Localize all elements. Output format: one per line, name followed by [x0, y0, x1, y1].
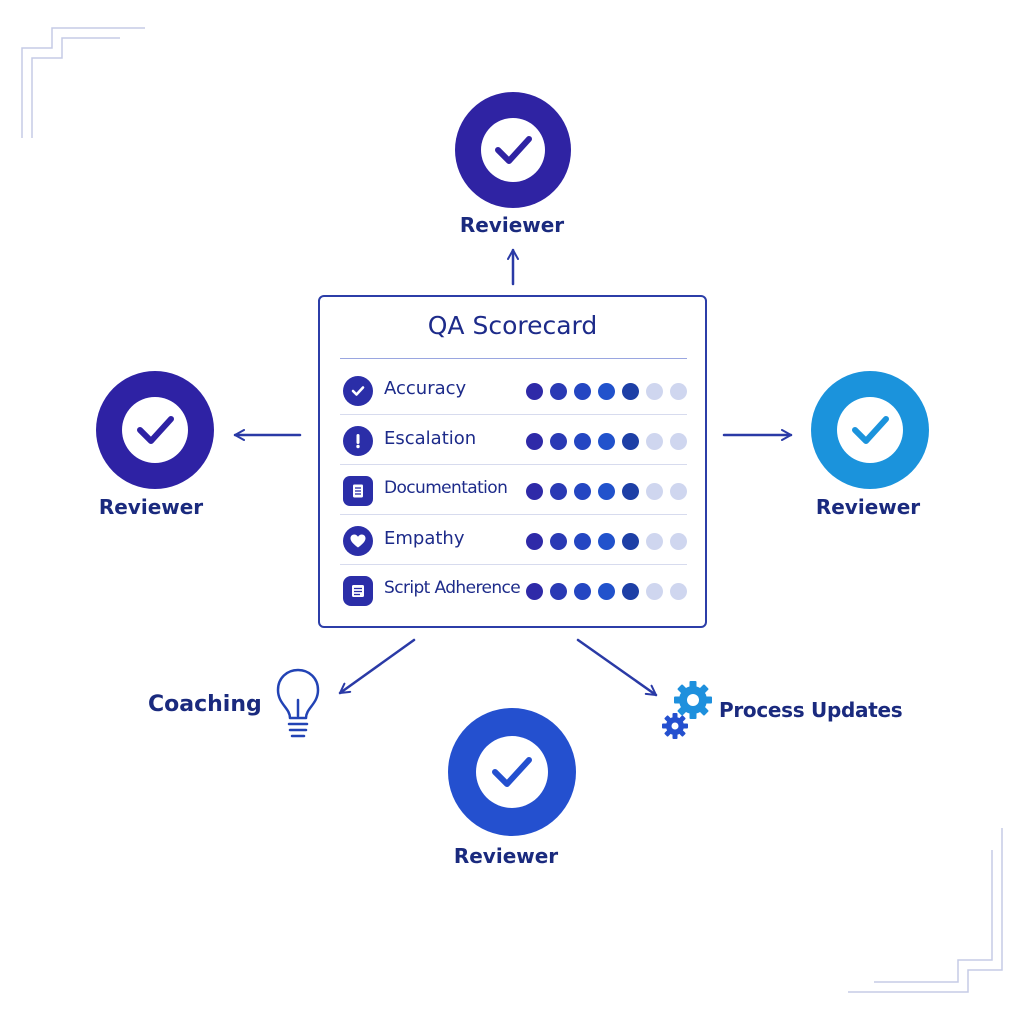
score-dot-empty	[670, 583, 687, 600]
exclamation-icon	[343, 426, 373, 456]
score-dot-empty	[646, 433, 663, 450]
criterion-row-documentation: Documentation	[340, 465, 687, 515]
score-dot-filled	[598, 433, 615, 450]
reviewer-bottom-badge	[448, 708, 576, 836]
process-updates-label: Process Updates	[719, 698, 903, 722]
checkmark-icon	[852, 416, 889, 444]
score-dot-empty	[646, 383, 663, 400]
score-dot-empty	[670, 383, 687, 400]
score-dot-filled	[550, 433, 567, 450]
score-dot-empty	[646, 533, 663, 550]
corner-decoration-bottom-right	[848, 828, 1003, 993]
score-dot-filled	[550, 483, 567, 500]
criterion-label: Empathy	[384, 528, 465, 549]
coaching-label: Coaching	[148, 692, 262, 717]
document-icon	[343, 476, 373, 506]
score-dot-filled	[598, 583, 615, 600]
score-dot-filled	[526, 483, 543, 500]
score-dot-filled	[574, 433, 591, 450]
checkmark-icon	[137, 416, 174, 444]
score-dot-filled	[622, 533, 639, 550]
criterion-row-accuracy: Accuracy	[340, 365, 687, 415]
row-divider	[340, 414, 687, 415]
criterion-label: Documentation	[384, 478, 508, 498]
score-dot-filled	[622, 483, 639, 500]
arrow-to-coaching	[338, 638, 416, 695]
score-dot-filled	[622, 433, 639, 450]
heart-icon	[343, 526, 373, 556]
corner-decoration-top-left	[21, 27, 145, 138]
criterion-label: Escalation	[384, 428, 477, 449]
gears-icon	[662, 681, 712, 739]
reviewer-left-badge	[96, 371, 214, 489]
row-divider	[340, 564, 687, 565]
reviewer-bottom-label: Reviewer	[453, 844, 559, 868]
row-divider	[340, 464, 687, 465]
score-dot-filled	[622, 583, 639, 600]
criterion-row-empathy: Empathy	[340, 515, 687, 565]
reviewer-right-label: Reviewer	[815, 495, 921, 519]
title-divider	[340, 358, 687, 359]
score-dot-filled	[550, 583, 567, 600]
scorecard-title: QA Scorecard	[427, 311, 598, 340]
lightbulb-icon	[276, 668, 320, 738]
score-dot-filled	[574, 483, 591, 500]
score-dot-filled	[574, 533, 591, 550]
score-dot-filled	[550, 533, 567, 550]
score-dot-filled	[574, 383, 591, 400]
row-divider	[340, 514, 687, 515]
score-dot-filled	[598, 483, 615, 500]
checkmark-icon	[492, 757, 532, 787]
score-dot-filled	[622, 383, 639, 400]
connector-arrows	[233, 248, 793, 697]
score-dot-filled	[598, 383, 615, 400]
criterion-label: Script Adherence	[384, 578, 521, 598]
reviewer-right-badge	[811, 371, 929, 489]
reviewer-left-label: Reviewer	[98, 495, 204, 519]
arrow-to-process-updates	[576, 638, 658, 697]
score-dot-filled	[574, 583, 591, 600]
reviewer-top-label: Reviewer	[459, 213, 565, 237]
criterion-row-script-adherence: Script Adherence	[340, 565, 687, 615]
score-dot-filled	[598, 533, 615, 550]
score-dot-empty	[670, 483, 687, 500]
check-circle-icon	[343, 376, 373, 406]
score-dot-empty	[670, 533, 687, 550]
score-dot-filled	[526, 533, 543, 550]
checkmark-icon	[495, 136, 532, 164]
qa-scorecard-card: QA Scorecard Accuracy Escalation Documen…	[318, 295, 707, 628]
criterion-label: Accuracy	[384, 378, 467, 399]
reviewer-top-badge	[455, 92, 571, 208]
score-dot-empty	[670, 433, 687, 450]
score-dot-filled	[526, 383, 543, 400]
score-dot-filled	[550, 383, 567, 400]
score-dot-empty	[646, 583, 663, 600]
score-dot-empty	[646, 483, 663, 500]
script-icon	[343, 576, 373, 606]
score-dot-filled	[526, 583, 543, 600]
criterion-row-escalation: Escalation	[340, 415, 687, 465]
score-dot-filled	[526, 433, 543, 450]
